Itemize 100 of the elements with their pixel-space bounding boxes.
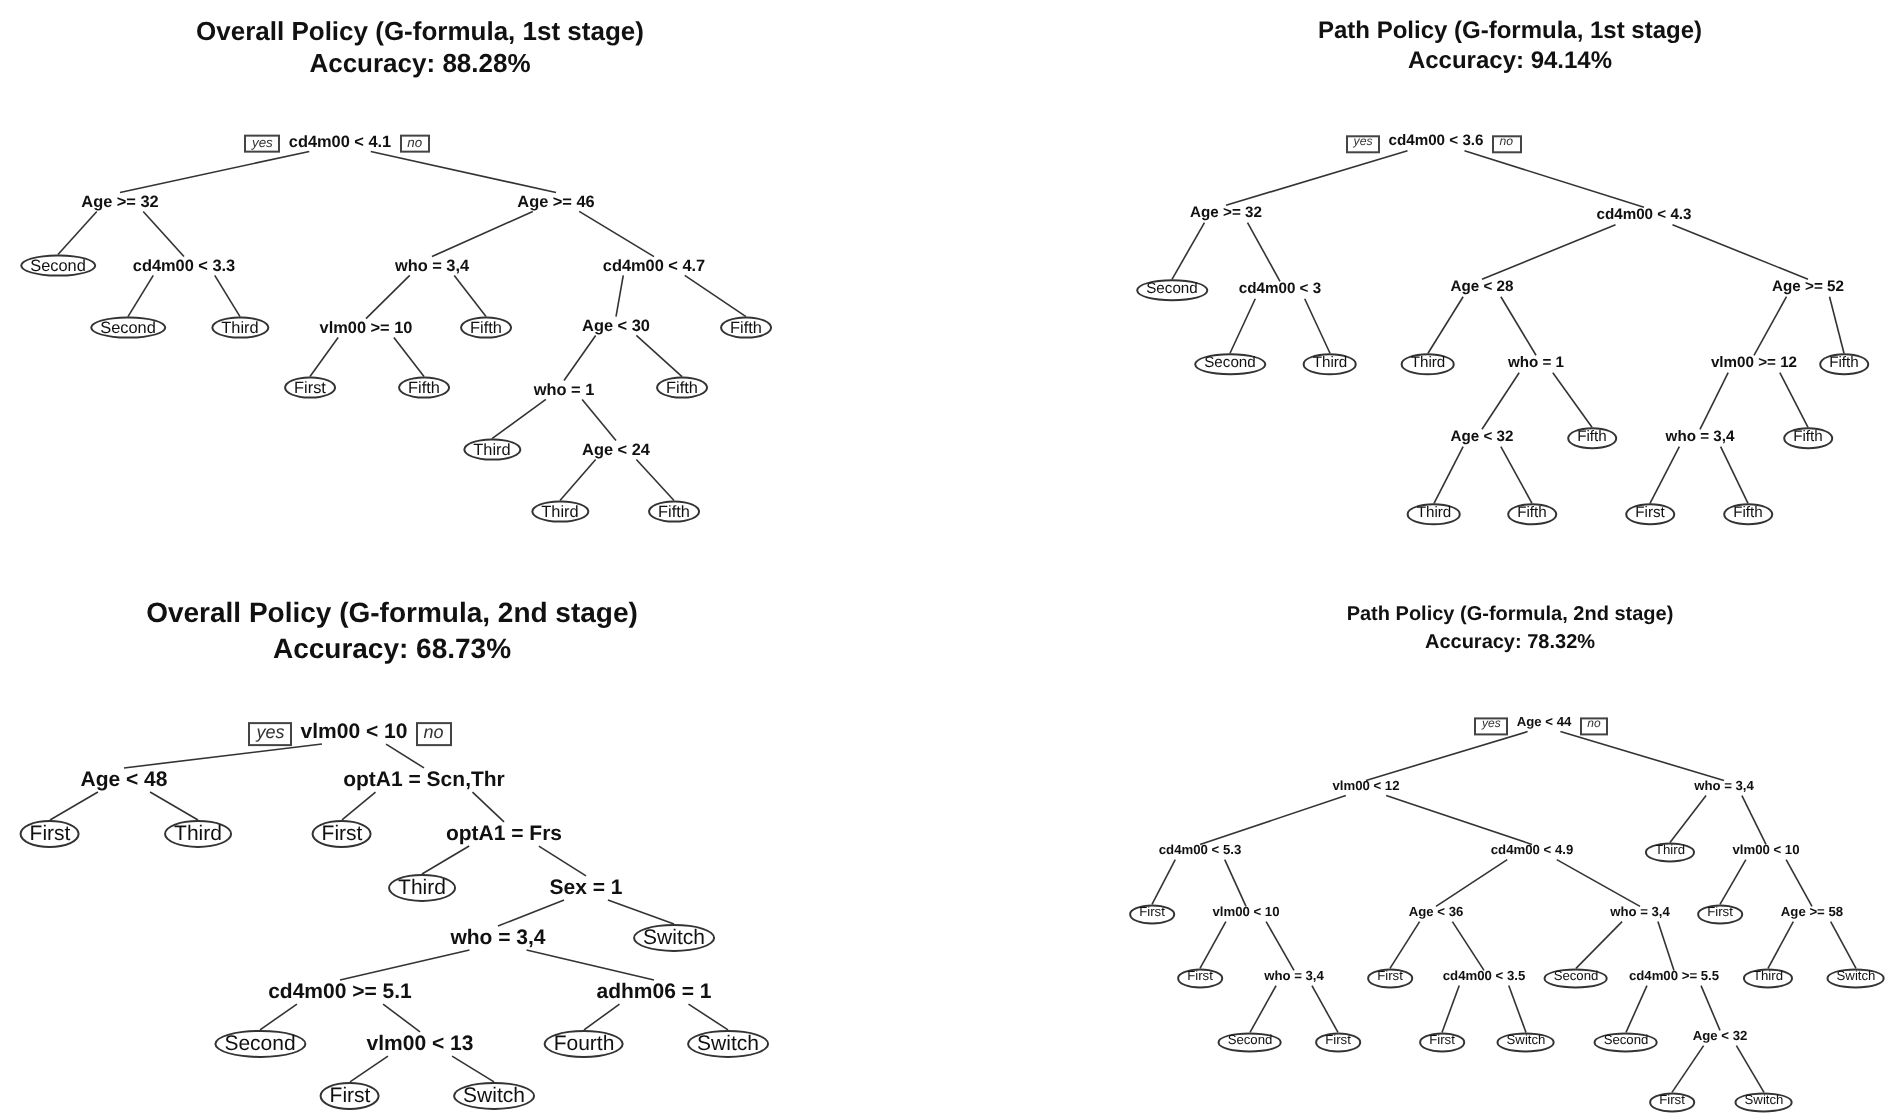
tree-branch-line	[1151, 858, 1177, 906]
leaf-ellipse: First	[19, 819, 81, 849]
tree-branch-line	[1389, 920, 1421, 970]
tree-branch-line	[1500, 445, 1533, 505]
tree-branch-line	[1199, 920, 1227, 970]
split-condition: cd4m00 < 4.7	[602, 256, 706, 276]
tree-branch-line	[1575, 920, 1623, 970]
split-condition: vlm00 < 13	[366, 1031, 474, 1057]
tree-branch-line	[1481, 371, 1520, 431]
tree-branch-line	[1225, 149, 1409, 207]
tree-branch-line	[491, 398, 547, 440]
tree-branch-line	[339, 949, 471, 981]
tree-branch-line	[1767, 920, 1795, 970]
tree-branch-line	[581, 398, 617, 442]
tree-branch-line	[615, 274, 625, 318]
tree-branch-line	[1625, 984, 1648, 1034]
leaf-ellipse: Fifth	[648, 500, 700, 524]
tree-branch-line	[1265, 920, 1295, 972]
split-condition: who = 3,4	[450, 925, 546, 951]
tree-branch-line	[1311, 984, 1339, 1034]
tree-branch-line	[1552, 371, 1593, 429]
tree-branch-line	[607, 899, 675, 925]
tree-branch-line	[1741, 794, 1767, 846]
tree-branch-line	[1223, 858, 1247, 908]
tree-branch-line	[578, 210, 655, 258]
chart-title: Accuracy: 88.28%	[309, 48, 531, 78]
leaf-ellipse: Fifth	[398, 376, 450, 400]
tree-branch-line	[1829, 920, 1857, 970]
tree-branch-line	[1649, 445, 1681, 505]
leaf-ellipse: Fourth	[543, 1029, 625, 1059]
tree-branch-line	[213, 274, 241, 318]
tree-branch-line	[142, 210, 185, 258]
chart-title: Accuracy: 68.73%	[272, 632, 512, 664]
leaf-ellipse: Third	[531, 500, 589, 524]
tree-branch-line	[583, 1003, 621, 1031]
tree-branch-line	[497, 899, 565, 927]
tree-branch-line	[538, 845, 587, 877]
tree-branch-line	[525, 949, 655, 981]
leaf-ellipse: Second	[214, 1029, 306, 1059]
tree-branch-line	[559, 458, 597, 502]
tree-branch-line	[635, 458, 675, 502]
tree-branch-line	[1433, 445, 1464, 505]
leaf-ellipse: Switch	[633, 923, 715, 953]
tree-branch-line	[1441, 984, 1461, 1034]
split-condition: vlm00 >= 10	[319, 318, 413, 338]
leaf-ellipse: Third	[211, 316, 269, 340]
tree-branch-line	[1671, 223, 1809, 281]
leaf-ellipse: Third	[463, 438, 521, 462]
tree-branch-line	[1427, 295, 1464, 355]
tree-branch-line	[385, 743, 425, 769]
split-condition: who = 3,4	[394, 256, 470, 276]
tree-branch-line	[683, 274, 747, 318]
split-condition: cd4m00 < 4.1	[288, 132, 392, 152]
tree-branch-line	[365, 274, 411, 320]
tree-branch-line	[1671, 1044, 1705, 1094]
split-condition: Age >= 32	[81, 192, 159, 212]
tree-branch-line	[451, 1055, 495, 1083]
tree-branch-line	[149, 791, 199, 821]
tree-branch-line	[1555, 858, 1641, 908]
tree-branch-line	[1365, 730, 1529, 782]
split-condition: cd4m00 >= 5.1	[268, 979, 412, 1005]
chart-title: Accuracy: 94.14%	[1407, 46, 1613, 74]
tree-branch-line	[687, 1003, 729, 1031]
split-condition: Age < 48	[80, 767, 168, 793]
tree-branch-line	[1249, 984, 1277, 1034]
tree-branch-line	[1735, 1044, 1765, 1094]
tree-branch-line	[1500, 295, 1537, 357]
leaf-ellipse: Third	[164, 819, 232, 849]
edge-label: no	[415, 722, 452, 746]
leaf-ellipse: Third	[388, 873, 456, 903]
tree-branch-line	[1828, 295, 1845, 355]
tree-branch-line	[1753, 295, 1788, 357]
leaf-ellipse: Fifth	[656, 376, 708, 400]
tree-branch-line	[1719, 445, 1749, 505]
split-condition: vlm00 < 10	[300, 719, 408, 745]
split-condition: Age < 24	[582, 440, 650, 460]
split-condition: optA1 = Frs	[445, 821, 563, 847]
split-condition: adhm06 = 1	[596, 979, 712, 1005]
leaf-ellipse: Switch	[687, 1029, 769, 1059]
tree-branch-line	[1246, 221, 1281, 283]
tree-branch-line	[635, 334, 683, 378]
tree-branch-line	[453, 274, 487, 318]
tree-branch-line	[563, 334, 597, 382]
tree-branch-line	[1669, 794, 1707, 844]
tree-branch-line	[1171, 221, 1206, 281]
leaf-ellipse: First	[319, 1081, 381, 1111]
split-condition: Age < 30	[582, 316, 650, 336]
leaf-ellipse: Second	[90, 316, 166, 340]
tree-branch-line	[127, 274, 155, 318]
tree-branch-line	[309, 336, 339, 378]
split-condition: Age >= 46	[517, 192, 595, 212]
tree-branch-line	[393, 336, 425, 378]
leaf-ellipse: Fifth	[460, 316, 512, 340]
tree-branch-line	[1699, 371, 1729, 431]
tree-branch-line	[341, 791, 377, 821]
tree-branch-line	[349, 1055, 389, 1083]
tree-branch-line	[1559, 730, 1725, 782]
chart-title: Path Policy (G-formula, 2nd stage)	[1346, 604, 1674, 626]
edge-label: yes	[248, 722, 293, 746]
tree-branch-line	[123, 743, 323, 769]
